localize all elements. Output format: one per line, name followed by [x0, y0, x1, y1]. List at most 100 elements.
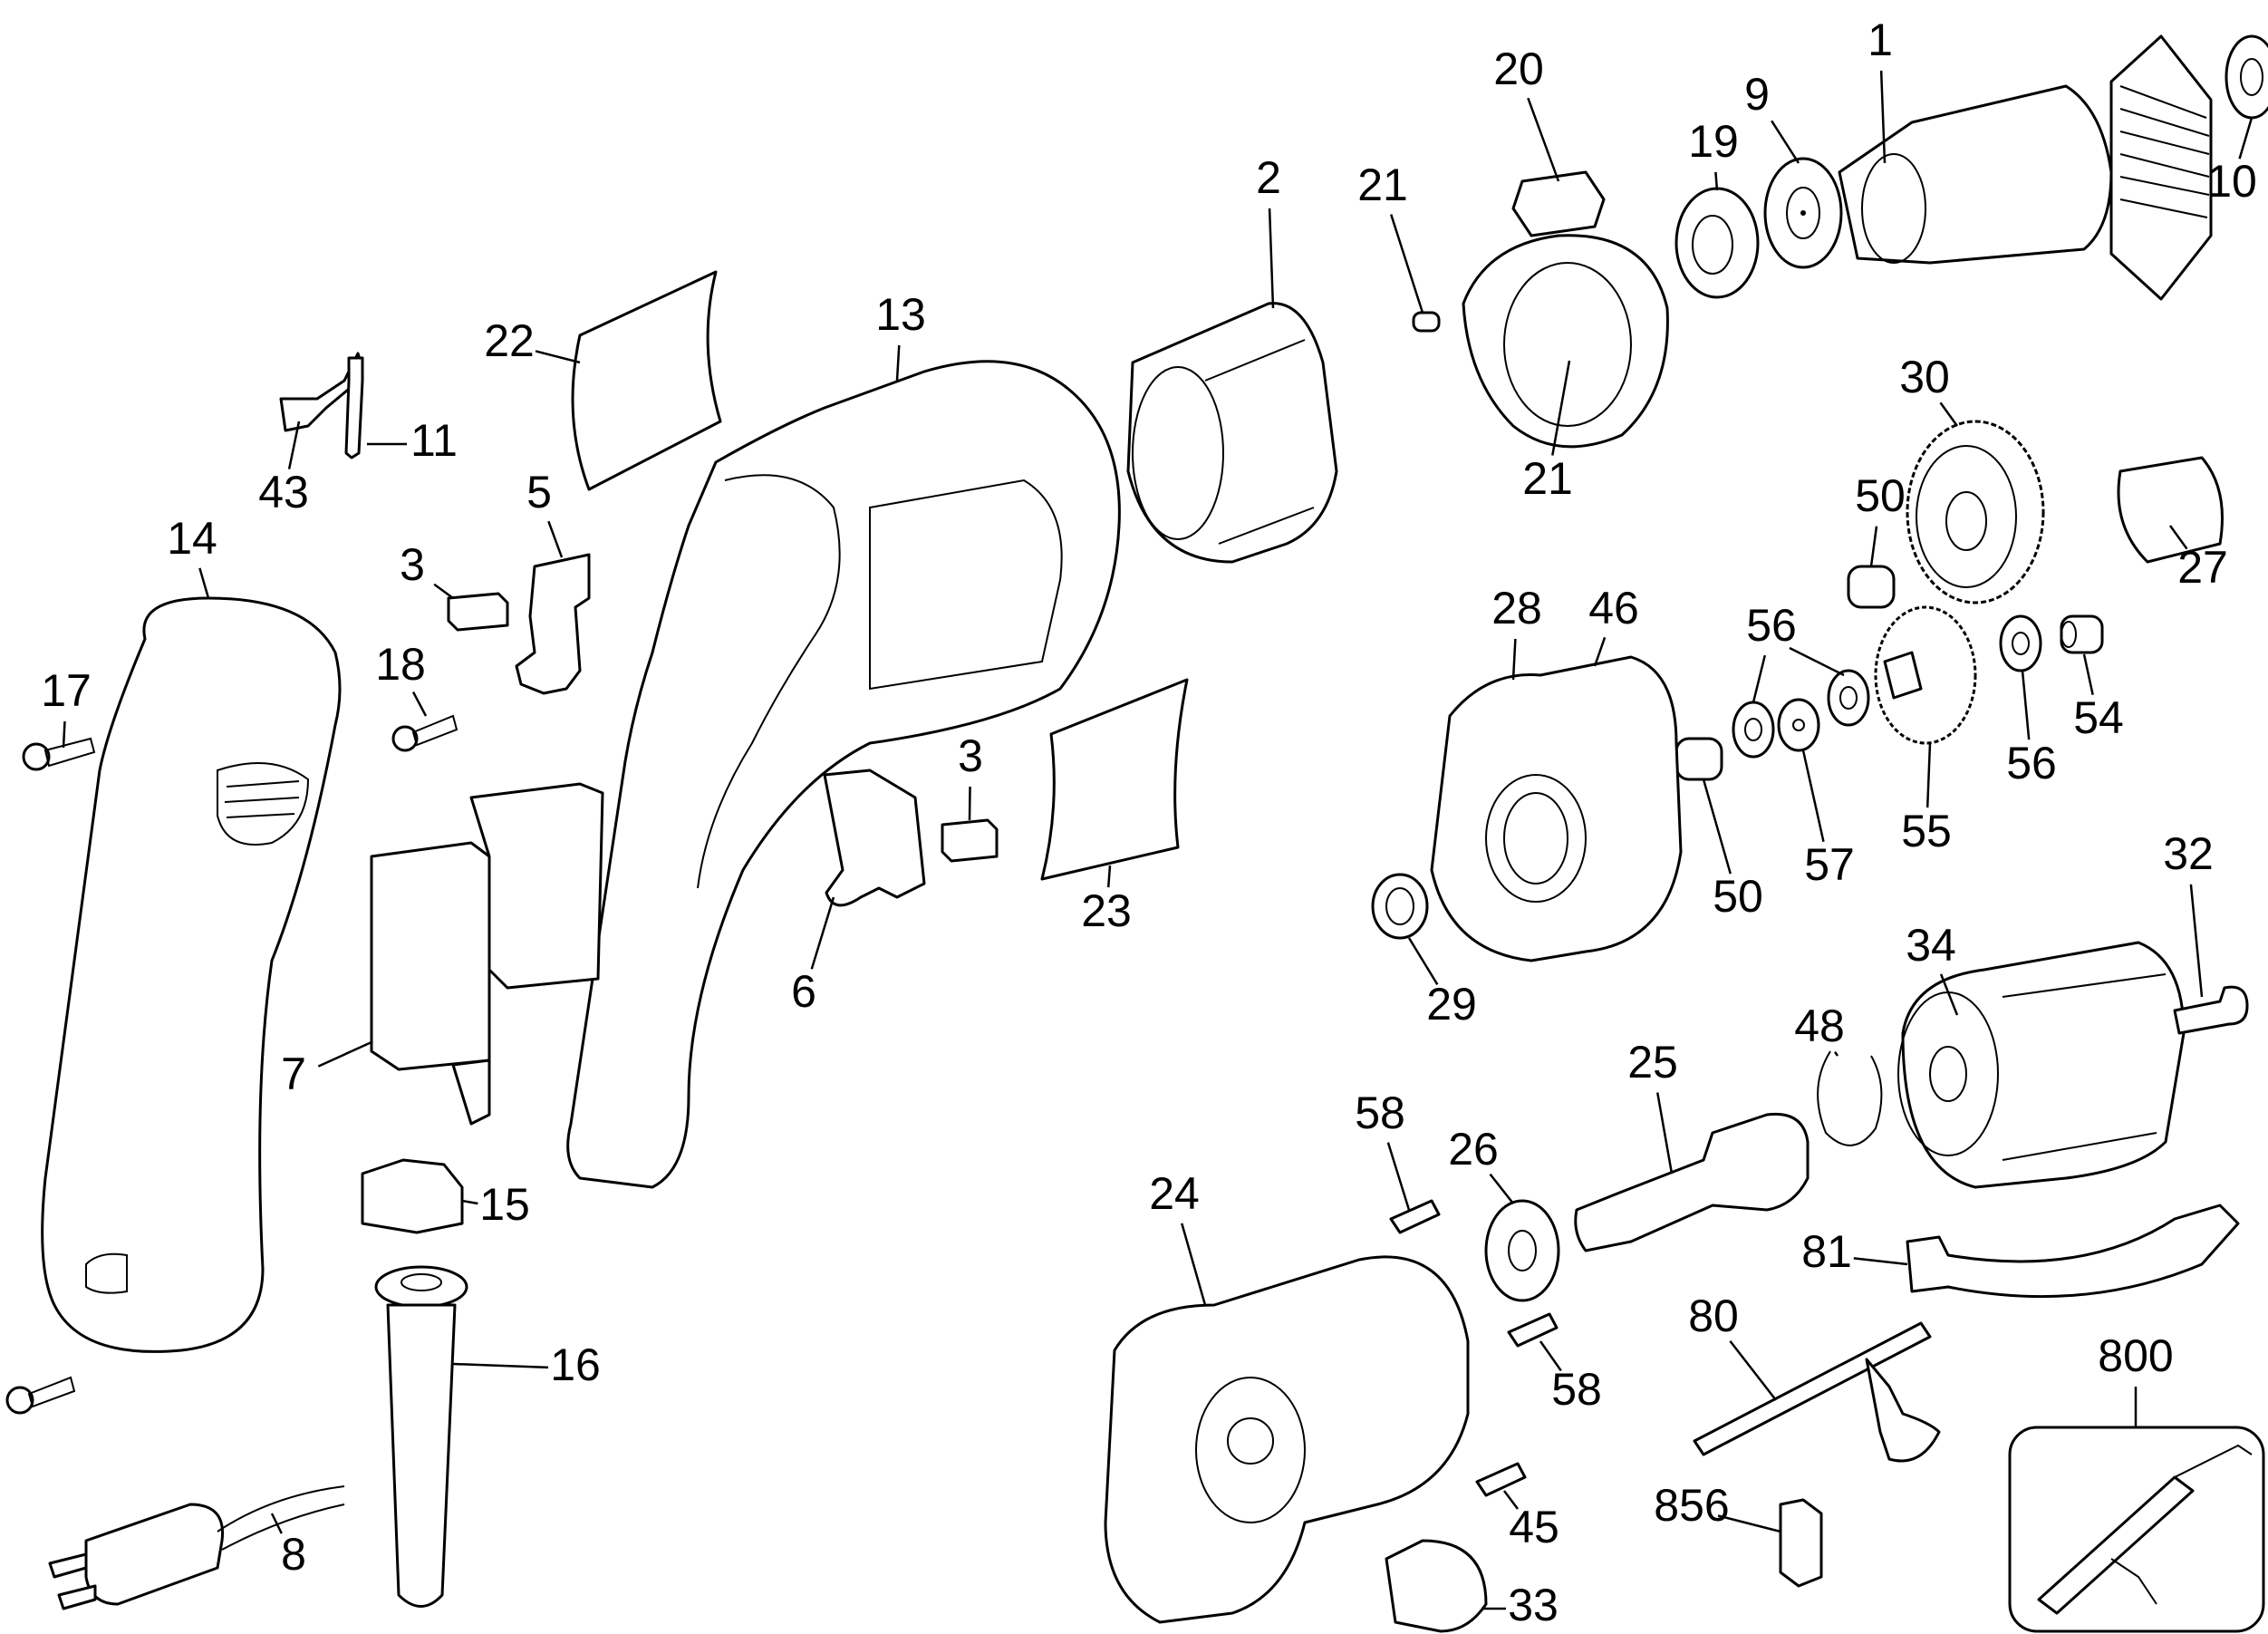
leader-line-5: [547, 520, 564, 558]
leader-line-24: [1181, 1223, 1207, 1306]
brush-ring-part: [1462, 170, 1669, 449]
leader-line-10: [2238, 117, 2254, 160]
brush-3b-part: [941, 818, 999, 863]
part-label-22: 22: [484, 315, 535, 366]
part-label-800: 800: [2098, 1330, 2173, 1381]
retaining-ring-48-part: [1817, 1050, 1883, 1146]
key-holder-81-part: [1906, 1204, 2240, 1299]
leader-line-856: [1717, 1514, 1781, 1533]
bearing-retainer-part: [1674, 187, 1760, 299]
leader-line-32: [2189, 884, 2204, 998]
part-label-14: 14: [167, 513, 217, 564]
label-23-part: [1040, 678, 1189, 881]
leader-line-58: [1386, 1142, 1411, 1211]
part-label-58: 58: [1355, 1088, 1405, 1138]
bushing-27-part: [2117, 456, 2224, 564]
leader-line-48: [1834, 1050, 1839, 1057]
part-label-8: 8: [281, 1529, 306, 1580]
terminal-11-part: [344, 356, 364, 459]
leader-line-55: [1925, 742, 1932, 808]
part-labels: 1233567891011131415161718192021212223242…: [41, 15, 2257, 1630]
leader-line-81: [1853, 1257, 1908, 1266]
handle-cover-part: [41, 596, 342, 1353]
part-label-13: 13: [875, 289, 926, 340]
needle-bearing-54-part: [2060, 614, 2104, 654]
leader-line-29: [1407, 937, 1439, 986]
leader-line-15: [461, 1199, 478, 1205]
part-label-21: 21: [1357, 160, 1408, 210]
leader-line-21: [1551, 360, 1571, 456]
part-label-26: 26: [1448, 1124, 1499, 1175]
part-label-6: 6: [791, 966, 816, 1017]
part-label-10: 10: [2206, 156, 2257, 207]
motor-housing-part: [566, 360, 1121, 1189]
leader-line-1: [1879, 70, 1887, 164]
part-label-46: 46: [1588, 583, 1639, 633]
fan-part: [1763, 157, 1843, 269]
part-label-29: 29: [1426, 979, 1477, 1030]
part-label-57: 57: [1804, 839, 1855, 890]
switch-part: [370, 841, 491, 1071]
cord-plug-part: [48, 1485, 345, 1610]
leader-line-26: [1489, 1173, 1514, 1204]
leader-line-13: [895, 344, 901, 382]
leader-line-30: [1939, 401, 1959, 427]
part-label-3: 3: [400, 539, 425, 590]
leader-line-27: [2168, 525, 2188, 550]
leader-line-46: [1593, 636, 1607, 667]
screw-58a-part: [1389, 1199, 1441, 1234]
leader-lines: [62, 70, 2254, 1610]
field-part: [1126, 302, 1338, 564]
leader-line-3: [433, 583, 454, 600]
leader-line-28: [1511, 638, 1517, 681]
part-label-24: 24: [1149, 1168, 1200, 1219]
ball-bearing-10-part: [2225, 34, 2268, 120]
service-kit-800-box: [2008, 1426, 2265, 1633]
washer-56a-part: [1732, 701, 1775, 759]
part-label-1: 1: [1867, 15, 1893, 65]
leader-line-50: [1869, 526, 1878, 567]
leader-line-45: [1503, 1490, 1519, 1510]
leader-line-23: [1106, 865, 1112, 888]
washer-56c-part: [1999, 614, 2042, 672]
pin-32-part: [2173, 985, 2249, 1035]
leader-line-56: [2021, 670, 2031, 740]
leader-line-17: [62, 720, 66, 749]
part-label-11: 11: [410, 415, 458, 466]
part-label-58: 58: [1551, 1364, 1602, 1415]
part-label-2: 2: [1256, 152, 1281, 203]
part-label-856: 856: [1654, 1480, 1729, 1531]
armature-part: [1838, 34, 2213, 301]
clip-856-part: [1779, 1498, 1823, 1588]
part-label-80: 80: [1688, 1291, 1739, 1341]
brush-holder-5-part: [515, 553, 591, 695]
leader-line-22: [535, 350, 581, 364]
leader-line-25: [1655, 1092, 1674, 1175]
clutch-plate-57-part: [1777, 698, 1820, 752]
cord-protector-part: [374, 1265, 468, 1608]
part-label-48: 48: [1794, 1001, 1845, 1051]
leader-line-50: [1702, 778, 1732, 875]
screw-45-part: [1475, 1462, 1527, 1497]
part-label-27: 27: [2177, 542, 2228, 593]
ball-bearing-26-part: [1484, 1199, 1560, 1302]
switch-lever-33-part: [1385, 1539, 1488, 1633]
leader-line-57: [1801, 749, 1825, 842]
part-label-7: 7: [281, 1049, 306, 1099]
part-label-34: 34: [1906, 920, 1956, 971]
part-label-56: 56: [2006, 738, 2057, 788]
cord-clamp-part: [361, 1158, 464, 1234]
leader-line-58: [1539, 1340, 1562, 1372]
intermediate-gear-55-part: [1874, 605, 1977, 745]
leader-line-54: [2082, 653, 2094, 695]
leader-line-7: [317, 1040, 372, 1068]
leader-line-43: [287, 421, 301, 469]
screw-17-part: [22, 737, 96, 771]
brush-holder-6-part: [823, 769, 926, 907]
chuck-part: [1897, 941, 2186, 1189]
part-label-30: 30: [1899, 352, 1950, 402]
leader-line-14: [198, 567, 210, 599]
washer-56b-part: [1827, 669, 1870, 727]
part-label-15: 15: [479, 1179, 530, 1230]
